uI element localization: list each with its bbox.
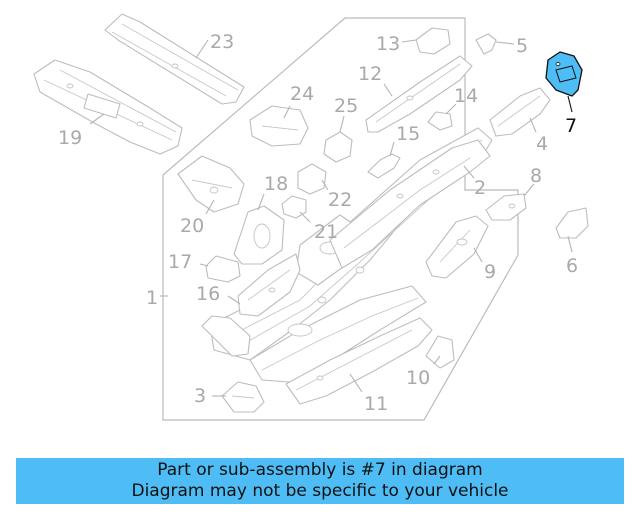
callout-7: 7	[565, 115, 577, 137]
part-25-bracket	[323, 131, 353, 163]
callout-4: 4	[536, 133, 548, 155]
part-13-bracket	[415, 27, 451, 55]
callout-12: 12	[358, 63, 382, 85]
callout-9: 9	[484, 261, 496, 283]
callout-25: 25	[334, 95, 358, 117]
callout-22: 22	[328, 189, 352, 211]
part-7-highlighted	[545, 51, 583, 97]
part-16-panel	[237, 253, 301, 317]
callout-3: 3	[194, 385, 206, 407]
part-2-side-member	[329, 139, 491, 269]
callout-5: 5	[516, 35, 528, 57]
part-4-member	[489, 87, 551, 137]
banner-line-2: Diagram may not be specific to your vehi…	[131, 481, 509, 501]
callout-labels: 23 19 13 5 7 12 14 4 24 25 15 2 8 6 9 22…	[58, 31, 578, 415]
part-11-rear-rail	[285, 317, 433, 405]
leader-lines	[89, 39, 573, 397]
part-3-bracket	[221, 381, 265, 413]
callout-15: 15	[396, 123, 420, 145]
callout-19: 19	[58, 127, 82, 149]
callout-2: 2	[474, 177, 486, 199]
part-22-bracket	[297, 163, 327, 195]
callout-20: 20	[180, 215, 204, 237]
callout-16: 16	[196, 283, 220, 305]
part-lower-left-panel	[201, 315, 251, 357]
part-18-panel	[233, 205, 285, 265]
part-23-rail	[104, 13, 245, 105]
part-15-bracket	[367, 153, 401, 179]
callout-18: 18	[264, 173, 288, 195]
callout-23: 23	[210, 31, 234, 53]
parts-diagram: 23 19 13 5 7 12 14 4 24 25 15 2 8 6 9 22…	[33, 13, 589, 421]
part-14-bracket	[427, 111, 453, 131]
callout-1: 1	[146, 287, 158, 309]
assembly-frame	[162, 17, 519, 421]
part-9-bracket	[425, 215, 489, 279]
info-banner: Part or sub-assembly is #7 in diagram Di…	[16, 458, 624, 504]
part-5-clip	[475, 33, 497, 55]
part-8-bracket	[485, 193, 527, 221]
part-10-bracket	[425, 335, 455, 369]
part-17-bracket	[205, 255, 241, 283]
callout-14: 14	[454, 85, 478, 107]
part-12-member	[365, 55, 473, 133]
part-19-crossmember	[33, 59, 183, 155]
banner-line-1: Part or sub-assembly is #7 in diagram	[157, 460, 483, 480]
part-20-bracket	[177, 155, 245, 213]
callout-24: 24	[290, 83, 314, 105]
callout-21: 21	[314, 221, 338, 243]
callout-10: 10	[406, 367, 430, 389]
callout-8: 8	[530, 165, 542, 187]
callout-13: 13	[376, 33, 400, 55]
part-6-plate	[555, 207, 589, 239]
callout-17: 17	[168, 251, 192, 273]
part-24-bracket	[249, 105, 309, 147]
callout-11: 11	[364, 393, 388, 415]
callout-6: 6	[566, 255, 578, 277]
